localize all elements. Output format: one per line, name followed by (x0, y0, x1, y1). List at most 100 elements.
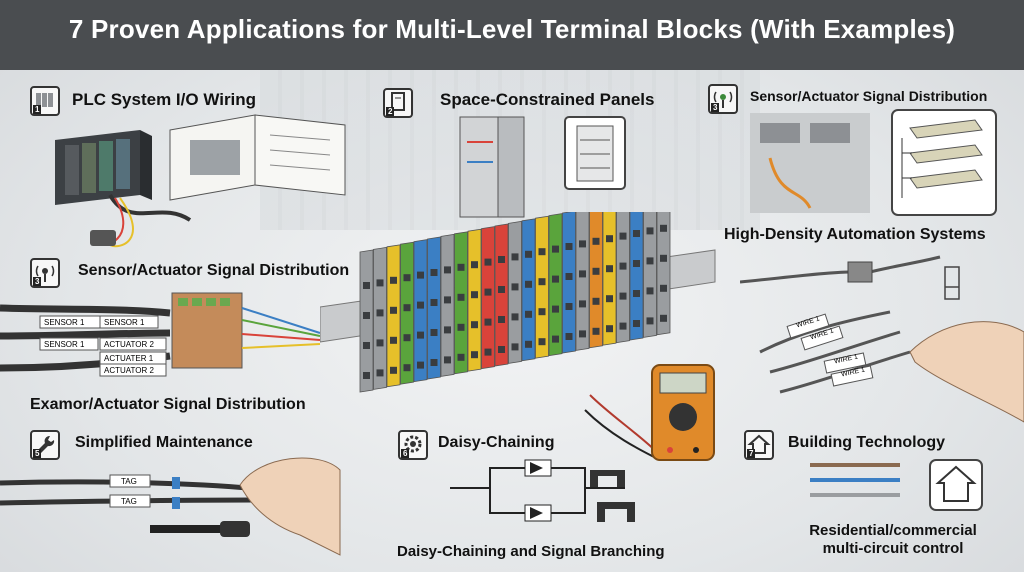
terminal-screw-hole (633, 260, 640, 267)
terminal-screw-hole (471, 321, 478, 329)
terminal-screw-hole (484, 288, 492, 296)
terminal-cell (440, 233, 455, 377)
terminal-cell (427, 236, 441, 380)
wire-markers-illustration (740, 255, 1024, 423)
terminal-screw-hole (376, 309, 384, 317)
terminal-screw-hole (484, 318, 492, 326)
terminal-screw-hole (619, 262, 627, 270)
wire-marker: WIRE 1 (833, 353, 859, 366)
terminal-screw-hole (565, 273, 573, 280)
terminal-cell (508, 220, 522, 364)
daisy-label: Daisy-Chaining (438, 434, 555, 451)
terminal-cell (467, 228, 482, 372)
terminal-screw-hole (498, 316, 505, 323)
terminal-screw-hole (552, 335, 559, 343)
terminal-cell (400, 241, 414, 385)
gear-icon: 6 (398, 430, 428, 460)
building-wires (810, 459, 983, 511)
wire-tag: ACTUATOR 2 (104, 340, 154, 349)
terminal-screw-hole (592, 327, 600, 335)
terminal-screw-hole (579, 270, 586, 278)
terminal-screw-hole (417, 271, 424, 279)
wire-tag: ACTUATER 1 (104, 354, 154, 363)
terminal-screw-hole (538, 278, 546, 286)
terminal-screw-hole (498, 346, 505, 353)
terminal-screw-hole (538, 338, 546, 346)
terminal-screw-hole (646, 317, 654, 325)
terminal-screw-hole (444, 266, 451, 274)
daisy-diagram (450, 459, 625, 522)
maintenance-tags: TAG TAG (0, 445, 345, 570)
terminal-screw-hole (592, 237, 600, 245)
sensor-left-label: Sensor/Actuator Signal Distribution (78, 262, 350, 279)
terminal-screw-hole (538, 248, 546, 256)
maintenance-illustration (0, 457, 341, 556)
tag-label: TAG (121, 477, 137, 486)
terminal-screw-hole (646, 257, 654, 265)
terminal-screw-hole (390, 276, 397, 284)
terminal-screw-hole (660, 224, 667, 232)
terminal-screw-hole (498, 256, 505, 263)
terminal-screw-hole (525, 280, 532, 288)
terminal-screw-hole (457, 263, 465, 271)
terminal-screw-hole (525, 340, 532, 348)
tag-label: TAG (121, 497, 137, 506)
terminal-screw-hole (390, 306, 397, 314)
building-label: Building Technology (788, 434, 946, 451)
plc-illustration (55, 114, 346, 248)
terminal-screw-hole (430, 269, 438, 276)
terminal-screw-hole (606, 265, 613, 273)
terminal-cell (359, 249, 374, 393)
page-title: 7 Proven Applications for Multi-Level Te… (68, 14, 956, 44)
terminal-screw-hole (646, 227, 654, 235)
building-sublabel: Residential/commercial multi-circuit con… (790, 522, 996, 558)
terminal-screw-hole (552, 305, 559, 313)
terminal-cell (548, 213, 563, 357)
connector-plug (90, 230, 116, 246)
screwdriver (150, 525, 220, 533)
terminal-screw-hole (363, 312, 370, 319)
cabinet-illustration (459, 116, 626, 218)
sensor-wiring-illustration (0, 292, 321, 377)
terminal-cell (616, 212, 630, 344)
terminal-screw-hole (619, 322, 627, 330)
terminal-screw-hole (430, 359, 438, 366)
terminal-screw-hole (417, 361, 424, 369)
high-density-label: High-Density Automation Systems (724, 226, 986, 243)
building-sublabel-line2: multi-circuit control (822, 540, 964, 557)
wire-tag: ACTUATOR 2 (104, 366, 154, 375)
terminal-screw-hole (633, 290, 640, 297)
sensor-wire-tags: SENSOR 1 SENSOR 1 SENSOR 1 ACTUATOR 2 AC… (0, 288, 330, 388)
terminal-screw-hole (511, 313, 519, 321)
terminal-screw-hole (619, 292, 627, 300)
terminal-screw-hole (592, 297, 600, 305)
building-sublabel-line1: Residential/commercial (809, 522, 977, 539)
terminal-screw-hole (403, 274, 411, 282)
terminal-screw-hole (363, 282, 370, 289)
terminal-screw-hole (444, 296, 451, 304)
wire-tag: SENSOR 1 (44, 340, 85, 349)
terminal-screw-hole (376, 369, 384, 377)
terminal-screw-hole (417, 331, 424, 339)
terminal-screw-hole (403, 334, 411, 342)
terminal-screw-hole (511, 343, 519, 351)
terminal-screw-hole (471, 261, 478, 269)
terminal-screw-hole (511, 283, 519, 291)
multimeter-illustration (584, 364, 715, 461)
sensor-antenna-icon: 3 (708, 84, 738, 114)
terminal-cell (589, 212, 603, 349)
terminal-screw-hole (484, 258, 492, 266)
terminal-cell (454, 231, 468, 375)
terminal-cell (413, 239, 428, 383)
plc-rack (55, 130, 152, 205)
sensor-distribution-illustration (750, 109, 997, 216)
terminal-cell (481, 226, 495, 370)
daisy-sublabel: Daisy-Chaining and Signal Branching (397, 543, 665, 560)
manual-book (169, 114, 346, 201)
terminal-screw-hole (430, 299, 438, 306)
terminal-screw-hole (390, 336, 397, 344)
terminal-cell (562, 212, 576, 354)
wire-marker: WIRE 1 (809, 327, 835, 342)
terminal-screw-hole (565, 243, 573, 250)
